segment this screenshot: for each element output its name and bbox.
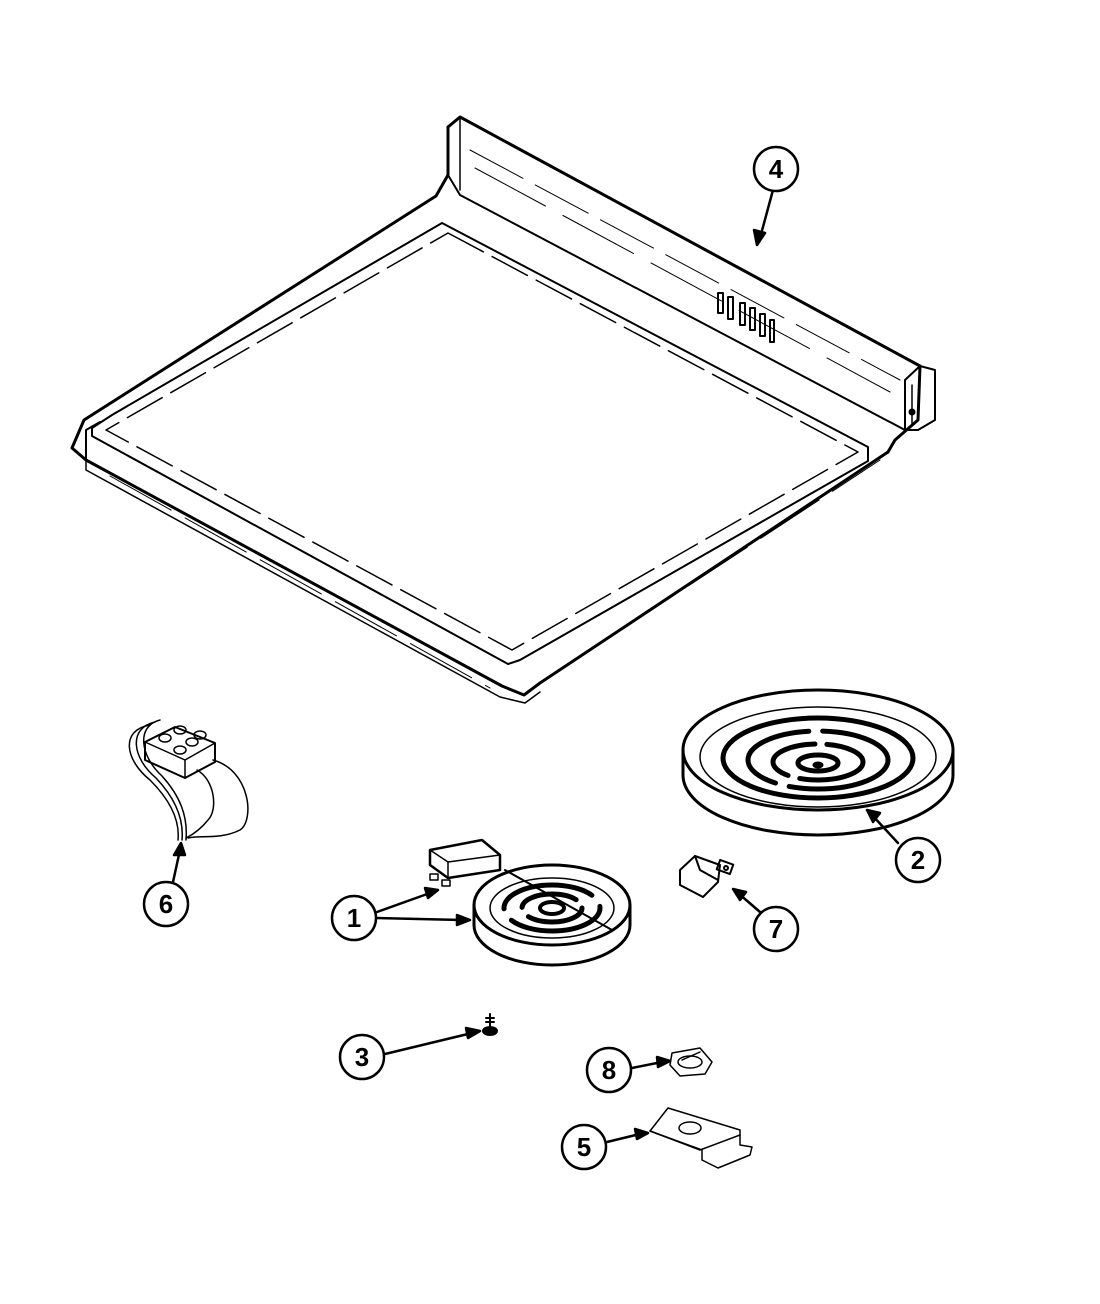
terminal-block[interactable]: [428, 838, 502, 887]
element-receptacle[interactable]: [669, 1047, 713, 1077]
terminal-block-wiring-harness[interactable]: [128, 719, 249, 841]
leader-lines: [171, 188, 900, 1144]
small-surface-element[interactable]: [472, 863, 632, 967]
cooktop-main-top[interactable]: [70, 115, 936, 704]
svg-text:2: 2: [911, 845, 925, 875]
callout-2[interactable]: 2: [894, 836, 942, 884]
svg-text:7: 7: [769, 914, 783, 944]
vent-slots: [717, 292, 775, 343]
svg-text:1: 1: [347, 903, 361, 933]
svg-text:6: 6: [159, 889, 173, 919]
receptacle-clip[interactable]: [679, 855, 735, 898]
element-bracket[interactable]: [649, 1107, 753, 1169]
callout-6[interactable]: 6: [142, 880, 190, 928]
screw[interactable]: [482, 1013, 498, 1036]
svg-text:3: 3: [355, 1042, 369, 1072]
svg-text:5: 5: [577, 1132, 591, 1162]
callout-1[interactable]: 1: [330, 894, 378, 942]
large-surface-element[interactable]: [681, 688, 955, 837]
svg-text:8: 8: [602, 1055, 616, 1085]
callout-5[interactable]: 5: [560, 1123, 608, 1171]
callout-4[interactable]: 4: [752, 145, 800, 193]
callout-7[interactable]: 7: [752, 905, 800, 953]
callout-8[interactable]: 8: [585, 1046, 633, 1094]
callout-3[interactable]: 3: [338, 1033, 386, 1081]
svg-text:4: 4: [769, 154, 784, 184]
